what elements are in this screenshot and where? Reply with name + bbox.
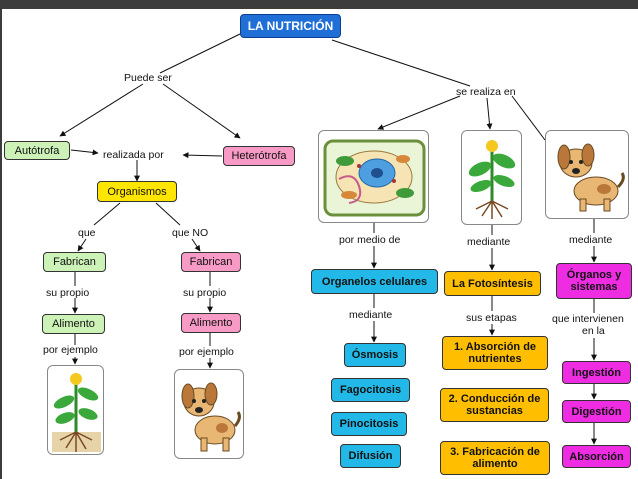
- link: [70, 149, 99, 156]
- node-organismos: Organismos: [97, 181, 177, 202]
- link: [377, 95, 461, 130]
- link: [182, 152, 223, 159]
- link: [162, 83, 241, 139]
- label-que-no: que NO: [172, 227, 209, 239]
- node-alimento-2: Alimento: [181, 313, 241, 333]
- label-que: que: [78, 227, 96, 239]
- dog-image: [545, 130, 629, 219]
- node-fagocitosis: Fagocitosis: [331, 378, 410, 402]
- title-node: LA NUTRICIÓN: [240, 14, 341, 38]
- node-heterotrofa: Heterótrofa: [223, 146, 295, 166]
- dog-illustration: [557, 143, 625, 212]
- label-puede-ser: Puede ser: [124, 72, 172, 84]
- link: [191, 238, 201, 252]
- label-su-propio-1: su propio: [46, 287, 90, 299]
- node-fabrican-1: Fabrican: [43, 252, 106, 272]
- label-mediante-1: mediante: [467, 236, 511, 248]
- node-absorcion-nutrientes: 1. Absorción de nutrientes: [442, 336, 548, 370]
- plant-cell-image: [318, 130, 429, 223]
- label-sus-etapas: sus etapas: [466, 312, 517, 324]
- label-su-propio-2: su propio: [183, 287, 227, 299]
- label-por-medio-de: por medio de: [339, 234, 401, 246]
- node-digestion: Digestión: [562, 400, 631, 423]
- node-autotrofa: Autótrofa: [4, 141, 70, 160]
- node-fabricacion-alimento: 3. Fabricación de alimento: [440, 441, 550, 475]
- dog-example-illustration: [181, 382, 241, 452]
- node-alimento-1: Alimento: [42, 314, 105, 334]
- node-organos-sistemas: Órganos y sistemas: [556, 263, 632, 299]
- plant-cell-illustration: [323, 139, 426, 217]
- plant-example-illustration: [52, 373, 101, 452]
- link: [331, 39, 471, 87]
- label-mediante-3: mediante: [349, 309, 393, 321]
- label-que-intervienen: que intervienen: [552, 313, 624, 325]
- node-organelos-celulares: Organelos celulares: [311, 269, 438, 294]
- label-por-ejemplo-2: por ejemplo: [179, 346, 234, 358]
- node-osmosis: Ósmosis: [344, 343, 406, 367]
- node-fabrican-2: Fabrican: [181, 252, 241, 272]
- label-se-realiza-en: se realiza en: [456, 86, 516, 98]
- plant-image: [461, 130, 522, 225]
- top-bar: [0, 0, 638, 9]
- plant-illustration: [468, 140, 516, 219]
- link: [159, 33, 241, 74]
- dog-image-example: [174, 369, 244, 459]
- node-absorcion: Absorción: [562, 445, 631, 468]
- plant-image-example: [47, 365, 104, 455]
- label-realizada-por: realizada por: [103, 149, 164, 161]
- link: [511, 95, 546, 141]
- node-ingestion: Ingestión: [562, 361, 631, 384]
- link: [155, 202, 181, 226]
- label-mediante-2: mediante: [569, 234, 613, 246]
- link: [93, 202, 121, 226]
- label-en-la: en la: [582, 325, 605, 337]
- node-fotosintesis: La Fotosíntesis: [444, 271, 541, 296]
- link: [77, 238, 87, 252]
- label-por-ejemplo-1: por ejemplo: [43, 344, 98, 356]
- node-difusion: Difusión: [340, 444, 401, 468]
- left-bar: [0, 9, 2, 479]
- node-pinocitosis: Pinocitosis: [331, 412, 407, 436]
- link: [59, 83, 144, 137]
- node-conduccion-sustancias: 2. Conducción de sustancias: [440, 388, 549, 422]
- link: [486, 97, 493, 130]
